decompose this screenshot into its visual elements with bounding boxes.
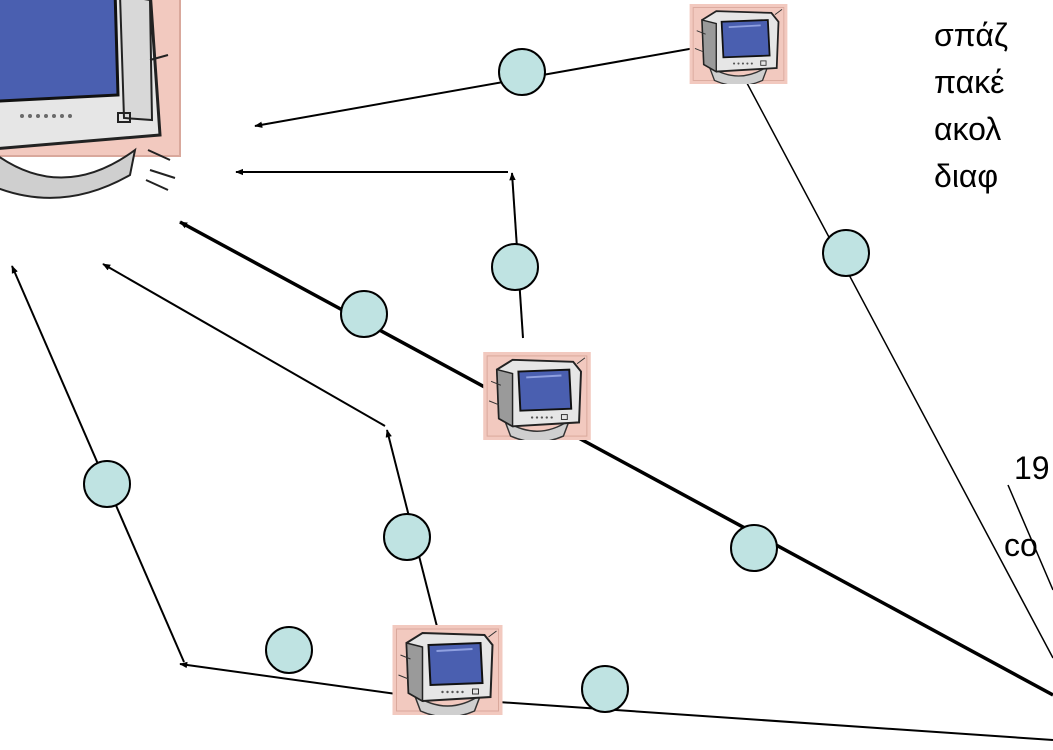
caption-line-4: διαφ — [934, 158, 999, 194]
packet-right-route — [822, 229, 870, 277]
caption-line-2: πακέ — [934, 64, 1005, 100]
packet-thick-route-lower — [730, 524, 778, 572]
packet-lower-left-route — [383, 513, 431, 561]
packet-thick-route-upper — [340, 290, 388, 338]
caption-line-3: ακολ — [934, 111, 1002, 147]
router-computer-top — [688, 4, 789, 84]
host-computer-large — [0, 0, 181, 199]
packet-middle-up-route — [491, 243, 539, 291]
router-computer-middle — [482, 352, 592, 440]
packet-bottom-left-route — [265, 626, 313, 674]
router-computer-bottom — [391, 625, 504, 715]
packet-far-left-route — [83, 460, 131, 508]
caption-line-1: σπάζ — [934, 17, 1008, 53]
side-text-line-1: 19 — [1014, 450, 1050, 486]
side-text-line-2: co — [1004, 527, 1038, 563]
packet-top-route — [498, 48, 546, 96]
packets — [83, 48, 870, 713]
packet-bottom-right-route — [581, 665, 629, 713]
